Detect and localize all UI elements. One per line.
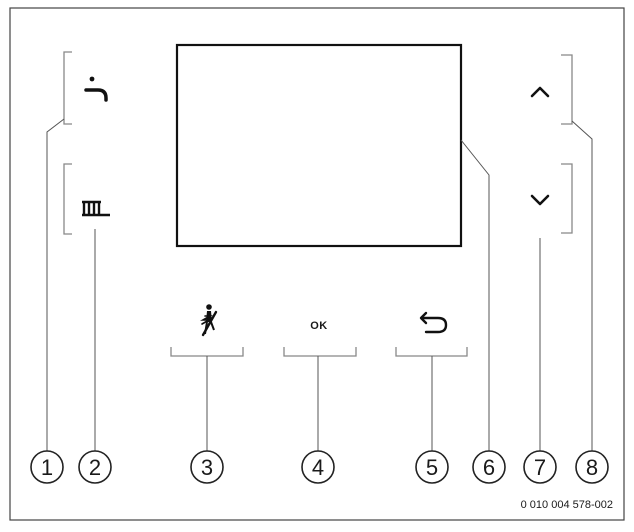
radiator-icon: [82, 200, 110, 217]
hot-water-button-bracket[interactable]: [63, 51, 72, 125]
leader-lines: [46, 118, 593, 451]
ok-button-bracket[interactable]: [283, 347, 357, 357]
svg-text:4: 4: [312, 455, 324, 480]
down-button-bracket[interactable]: [561, 163, 573, 234]
callout-6: 6: [472, 450, 506, 484]
ok-button-label: OK: [310, 320, 328, 332]
leader-line-6: [460, 139, 490, 451]
document-id: 0 010 004 578-002: [521, 499, 613, 511]
callout-4: 4: [301, 450, 335, 484]
svg-text:1: 1: [41, 455, 53, 480]
leader-line-8: [571, 120, 593, 451]
callout-7: 7: [523, 450, 557, 484]
display-screen: [175, 43, 463, 248]
svg-text:2: 2: [89, 455, 101, 480]
chimney-sweep-icon: [199, 304, 218, 337]
leader-line-1: [46, 118, 65, 451]
callout-8: 8: [575, 450, 609, 484]
back-arrow-icon: [419, 311, 448, 334]
heating-button-bracket[interactable]: [63, 163, 72, 235]
svg-text:5: 5: [426, 455, 438, 480]
hot-water-tap-icon: [84, 76, 108, 102]
callout-1: 1: [30, 450, 64, 484]
chevron-up-icon: [530, 86, 550, 98]
svg-text:8: 8: [586, 455, 598, 480]
up-button-bracket[interactable]: [561, 54, 573, 125]
svg-text:3: 3: [201, 455, 213, 480]
callout-2: 2: [78, 450, 112, 484]
svg-text:7: 7: [534, 455, 546, 480]
chevron-down-icon: [530, 194, 550, 206]
svg-text:6: 6: [483, 455, 495, 480]
callout-5: 5: [415, 450, 449, 484]
callout-3: 3: [190, 450, 224, 484]
